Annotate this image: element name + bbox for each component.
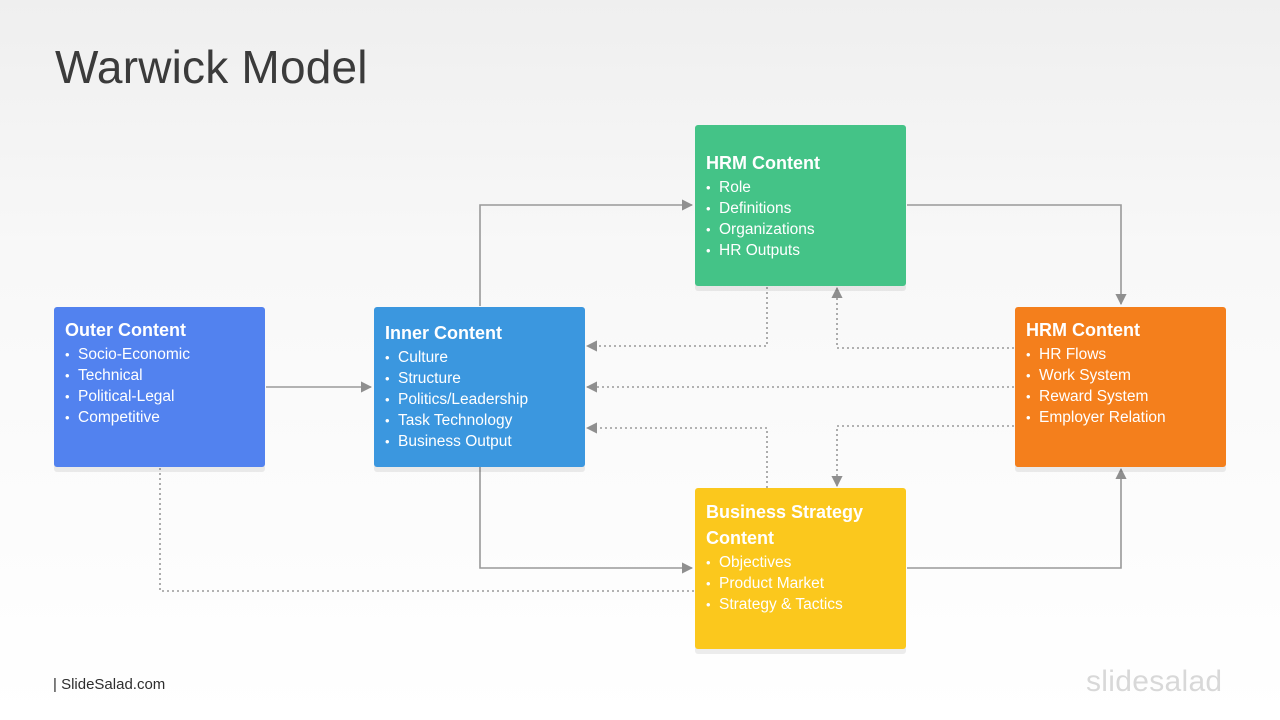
box-title: Inner Content [385, 323, 502, 343]
dotted-hrm-right-to-business [831, 425, 1014, 488]
hrm-content-right-box: HRM Content HR Flows Work System Reward … [1015, 307, 1226, 467]
list-item: Business Output [385, 431, 574, 452]
dotted-business-to-inner [585, 422, 768, 488]
list-item: Definitions [706, 198, 895, 219]
box-title: HRM Content [1026, 320, 1140, 340]
arrow-business-to-hrm-right [907, 467, 1127, 569]
list-item: Political-Legal [65, 386, 254, 407]
page-title: Warwick Model [55, 41, 368, 93]
footer-link[interactable]: | SlideSalad.com [53, 676, 166, 693]
list-item: Product Market [706, 573, 895, 594]
list-item: Culture [385, 347, 574, 368]
outer-content-box: Outer Content Socio-Economic Technical P… [54, 307, 265, 467]
list-item: Task Technology [385, 410, 574, 431]
box-list: Socio-Economic Technical Political-Legal… [65, 344, 254, 428]
list-item: HR Outputs [706, 240, 895, 261]
arrow-inner-to-business [479, 467, 694, 574]
list-item: Work System [1026, 365, 1215, 386]
dotted-hrm-top-to-inner [585, 287, 768, 352]
list-item: Objectives [706, 552, 895, 573]
box-title: HRM Content [706, 153, 820, 173]
dotted-hrm-right-to-hrm-top [831, 286, 1014, 349]
hrm-content-top-box: HRM Content Role Definitions Organizatio… [695, 125, 906, 286]
box-list: Objectives Product Market Strategy & Tac… [706, 552, 895, 615]
list-item: Technical [65, 365, 254, 386]
list-item: Role [706, 177, 895, 198]
inner-content-box: Inner Content Culture Structure Politics… [374, 307, 585, 467]
list-item: Strategy & Tactics [706, 594, 895, 615]
list-item: Reward System [1026, 386, 1215, 407]
box-list: Culture Structure Politics/Leadership Ta… [385, 347, 574, 452]
list-item: Politics/Leadership [385, 389, 574, 410]
box-title: Outer Content [65, 320, 186, 340]
list-item: Socio-Economic [65, 344, 254, 365]
brand-logo: slidesalad [1086, 665, 1223, 698]
box-list: Role Definitions Organizations HR Output… [706, 177, 895, 261]
list-item: Competitive [65, 407, 254, 428]
list-item: Organizations [706, 219, 895, 240]
dotted-outer-to-business [159, 468, 694, 592]
list-item: Employer Relation [1026, 407, 1215, 428]
arrow-inner-to-hrm-top [479, 199, 694, 306]
list-item: Structure [385, 368, 574, 389]
box-list: HR Flows Work System Reward System Emplo… [1026, 344, 1215, 428]
arrow-hrm-top-to-hrm-right [907, 204, 1127, 306]
list-item: HR Flows [1026, 344, 1215, 365]
business-strategy-box: Business Strategy Content Objectives Pro… [695, 488, 906, 649]
box-title: Business Strategy Content [706, 502, 864, 548]
